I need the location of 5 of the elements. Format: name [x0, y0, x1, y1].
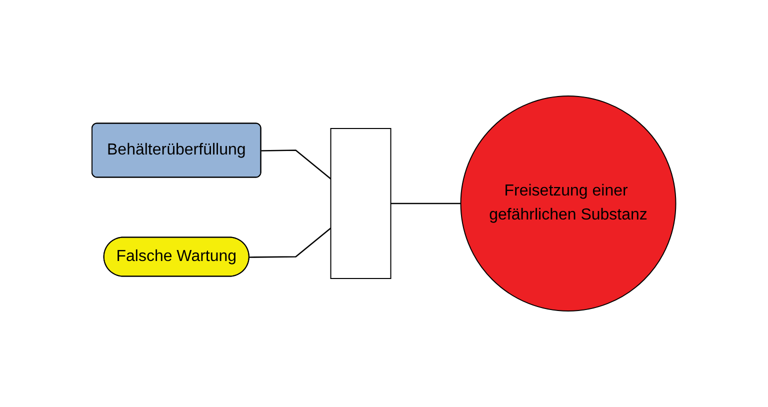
- node-circle: Freisetzung einer gefährlichen Substanz: [460, 96, 676, 312]
- node-bar: [330, 128, 392, 279]
- connector: [250, 228, 332, 258]
- connector: [390, 202, 461, 204]
- connector: [261, 150, 332, 180]
